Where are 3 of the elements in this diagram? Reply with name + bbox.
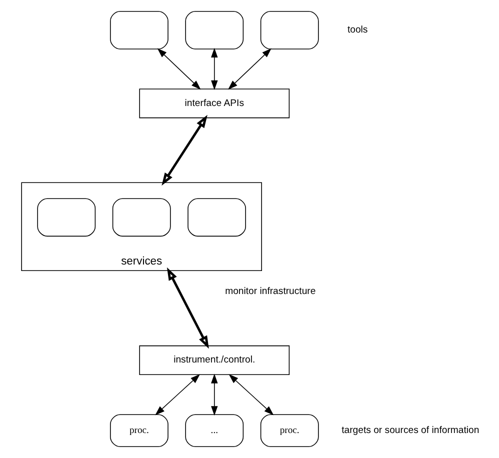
label: monitor infrastructure: [224, 286, 316, 297]
label: tools: [346, 24, 368, 36]
label: targets or sources of information: [341, 425, 479, 436]
